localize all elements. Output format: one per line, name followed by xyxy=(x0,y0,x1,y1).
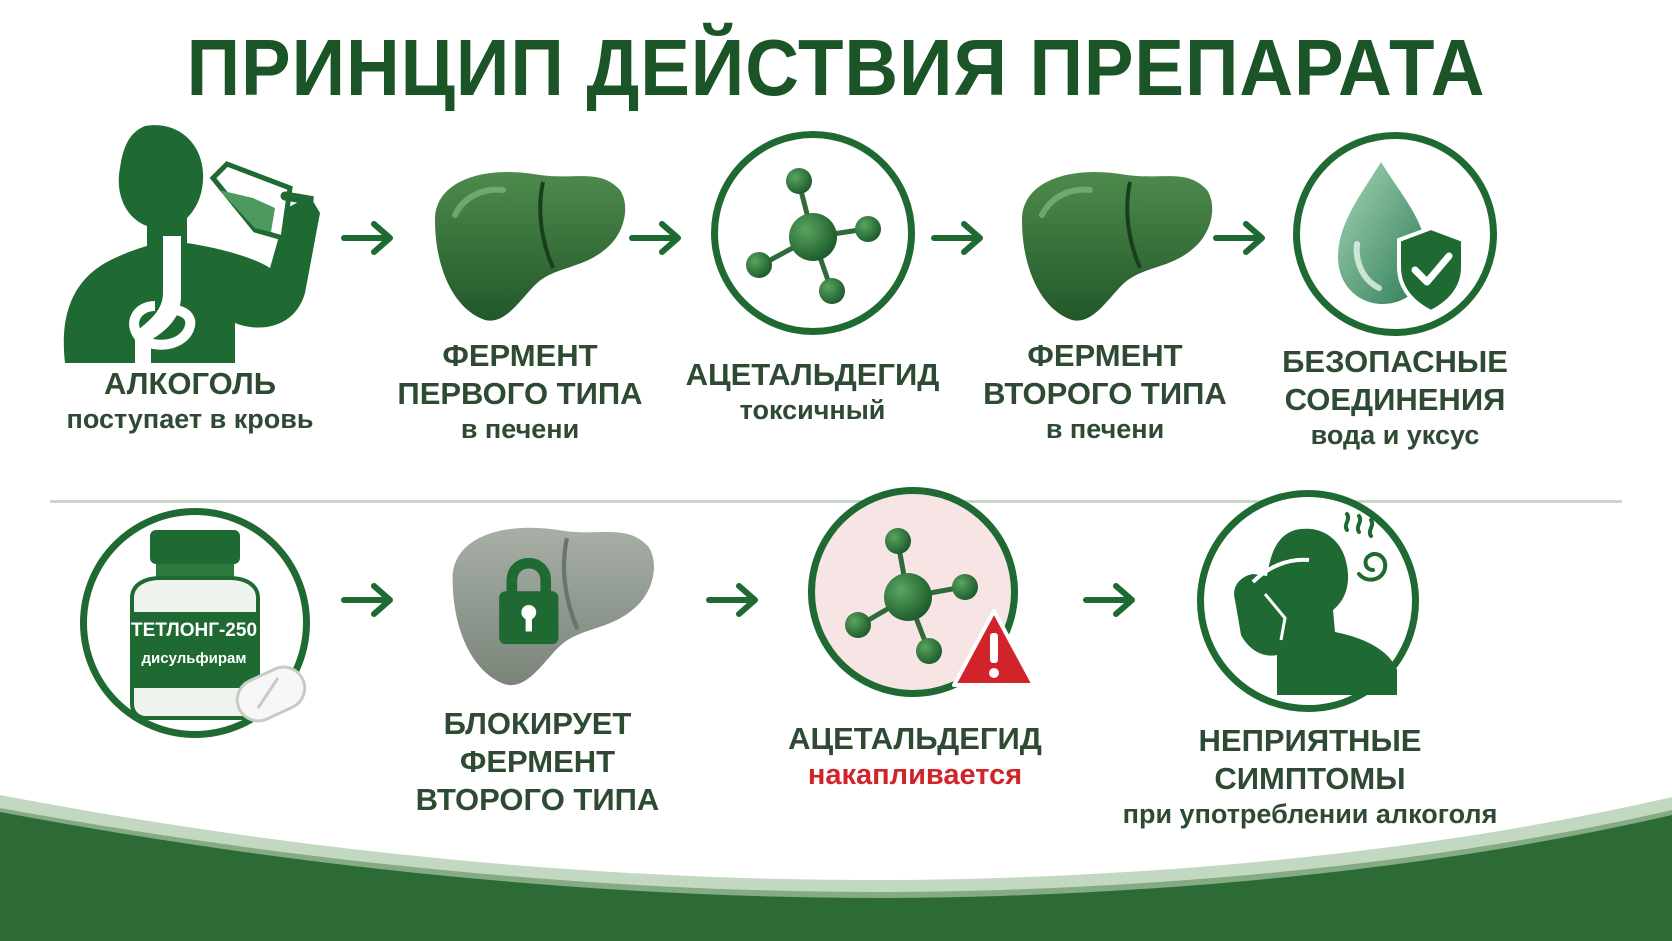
label-heading: АЛКОГОЛЬ xyxy=(103,366,277,401)
molecule-icon xyxy=(746,168,881,304)
man-drinking-icon xyxy=(63,125,320,364)
arrow-icon xyxy=(340,580,398,620)
label-acetaldehyde: АЦЕТАЛЬДЕГИД токсичный xyxy=(670,356,955,427)
label-enzyme-2: ФЕРМЕНТ ВТОРОГО ТИПА в печени xyxy=(965,337,1245,446)
label-sub: в печени xyxy=(460,413,580,444)
label-safe-compounds: БЕЗОПАСНЫЕ СОЕДИНЕНИЯ вода и уксус xyxy=(1260,343,1530,452)
page-title: ПРИНЦИП ДЕЙСТВИЯ ПРЕПАРАТА xyxy=(186,23,1486,112)
label-sub: в печени xyxy=(1045,413,1165,444)
label-sub: поступает в кровь xyxy=(66,403,314,434)
label-line-1: БЛОКИРУЕТ xyxy=(443,706,632,741)
label-line-2: ФЕРМЕНТ xyxy=(459,743,616,779)
sick-man-icon xyxy=(1234,512,1397,695)
row-divider xyxy=(50,500,1622,503)
label-heading: ФЕРМЕНТ xyxy=(1027,338,1183,373)
label-heading: НЕПРИЯТНЫЕ СИМПТОМЫ xyxy=(1198,723,1422,796)
label-heading-2: СОЕДИНЕНИЯ xyxy=(1284,381,1506,417)
label-alcohol: АЛКОГОЛЬ поступает в кровь xyxy=(40,365,340,436)
label-heading-2: ВТОРОГО ТИПА xyxy=(983,375,1227,411)
label-sub: вода и уксус xyxy=(1310,419,1480,450)
label-heading: ФЕРМЕНТ xyxy=(442,338,598,373)
label-heading: АЦЕТАЛЬДЕГИД xyxy=(788,721,1042,756)
label-enzyme-1: ФЕРМЕНТ ПЕРВОГО ТИПА в печени xyxy=(380,337,660,446)
arrow-icon xyxy=(705,580,763,620)
label-acetaldehyde-accumulates: АЦЕТАЛЬДЕГИД накапливается xyxy=(770,720,1060,793)
label-blocks-enzyme: БЛОКИРУЕТ ФЕРМЕНТ ВТОРОГО ТИПА xyxy=(395,705,680,818)
pill-bottle-icon xyxy=(130,530,307,723)
label-heading: БЕЗОПАСНЫЕ xyxy=(1282,344,1508,379)
arrow-icon xyxy=(1082,580,1140,620)
bottle-label-name: ТЕТЛОНГ-250 xyxy=(130,620,258,641)
label-heading: АЦЕТАЛЬДЕГИД xyxy=(685,357,940,392)
label-sub: токсичный xyxy=(739,394,886,425)
liver-icon xyxy=(435,172,626,321)
locked-liver-icon xyxy=(452,527,654,686)
label-sub: при употреблении алкоголя xyxy=(1122,798,1498,829)
molecule-warning-icon xyxy=(845,528,1036,687)
water-drop-shield-icon xyxy=(1338,162,1465,315)
bottle-label-sub: дисульфирам xyxy=(141,650,247,667)
label-heading-2: ПЕРВОГО ТИПА xyxy=(397,375,643,411)
label-sub-warning: накапливается xyxy=(807,758,1023,791)
label-symptoms: НЕПРИЯТНЫЕ СИМПТОМЫ при употреблении алк… xyxy=(1100,722,1520,831)
label-line-3: ВТОРОГО ТИПА xyxy=(415,781,660,817)
liver-icon xyxy=(1022,172,1213,321)
